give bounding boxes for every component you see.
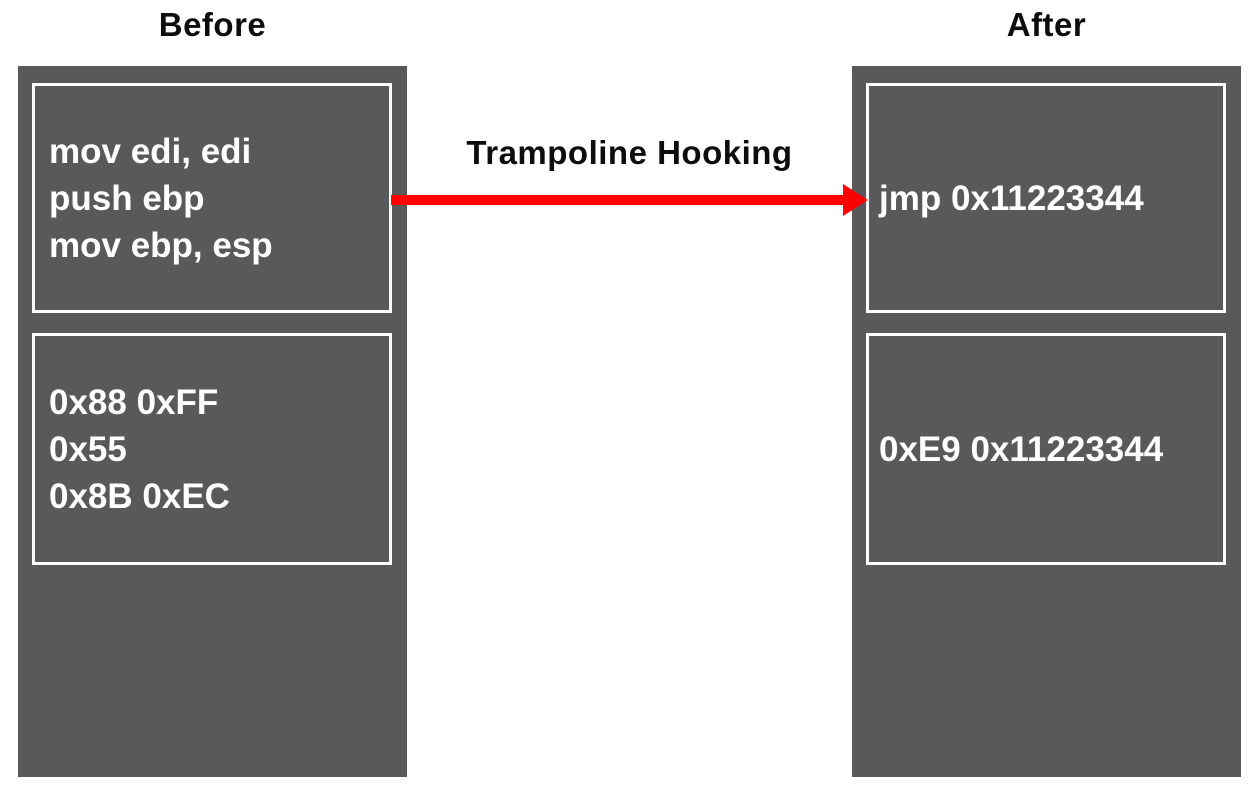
- after-memory-column: jmp 0x11223344 0xE9 0x11223344: [852, 66, 1241, 777]
- asm-instruction: jmp 0x11223344: [879, 178, 1144, 218]
- byte-sequence: 0x88 0xFF: [49, 382, 219, 422]
- asm-instruction: push ebp: [49, 178, 205, 218]
- byte-sequence: 0xE9 0x11223344: [879, 429, 1164, 469]
- asm-instruction: mov ebp, esp: [49, 225, 273, 265]
- asm-instruction: mov edi, edi: [49, 131, 252, 171]
- after-title: After: [1006, 6, 1087, 43]
- before-bytes-box: 0x88 0xFF 0x55 0x8B 0xEC: [32, 333, 392, 565]
- trampoline-arrow-head-icon: [843, 184, 868, 216]
- byte-sequence: 0x8B 0xEC: [49, 476, 230, 516]
- before-memory-column: mov edi, edi push ebp mov ebp, esp 0x88 …: [18, 66, 407, 777]
- after-bytes-box: 0xE9 0x11223344: [866, 333, 1226, 565]
- after-code-box: jmp 0x11223344: [866, 83, 1226, 313]
- before-code-box: mov edi, edi push ebp mov ebp, esp: [32, 83, 392, 313]
- trampoline-arrow-line: [391, 195, 843, 205]
- arrow-label: Trampoline Hooking: [466, 134, 793, 171]
- before-title: Before: [158, 6, 267, 43]
- byte-sequence: 0x55: [49, 429, 127, 469]
